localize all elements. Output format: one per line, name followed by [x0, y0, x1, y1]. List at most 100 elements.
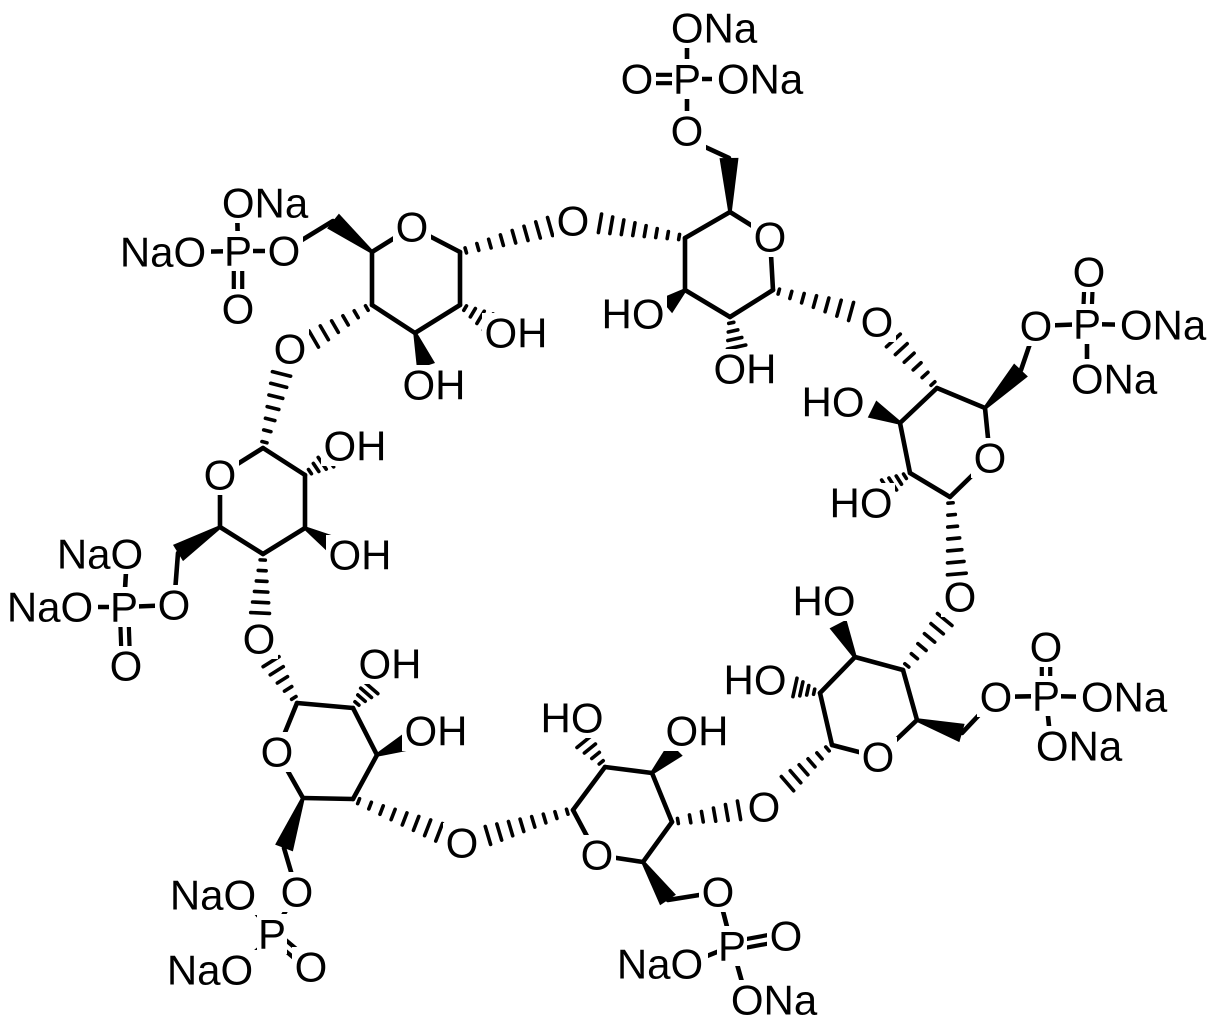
label-mask: [393, 207, 431, 247]
bond-hash-tick: [265, 404, 281, 412]
bond-hash-tick: [498, 233, 506, 248]
bond-wedge: [983, 363, 1028, 410]
label-mask: [162, 950, 258, 990]
label-mask: [107, 646, 145, 686]
bond-wedge: [867, 400, 901, 425]
atom-label-O: O: [261, 729, 294, 776]
bond-hash-tick: [909, 651, 920, 661]
bond-single: [897, 420, 913, 476]
bond-hash-tick: [311, 461, 321, 474]
label-mask: [612, 944, 708, 984]
bond-hash-tick: [675, 816, 681, 826]
bond-single: [294, 700, 356, 711]
label-mask: [217, 183, 313, 223]
bond-single: [682, 287, 733, 320]
atom-label-OH: OH: [324, 423, 387, 470]
bond-hash-tick: [735, 799, 743, 822]
atom-label-O: O: [446, 820, 479, 867]
atom-label-NaO: NaO: [170, 872, 256, 919]
bond-hash-tick: [522, 224, 530, 243]
atom-label-O: O: [222, 286, 255, 333]
bond-hash-tick: [250, 600, 271, 605]
bond-hash-tick: [823, 296, 831, 314]
label-mask: [663, 711, 731, 751]
bond-single: [682, 209, 733, 241]
bond-hash-tick: [433, 821, 445, 843]
atom-label-O: O: [243, 616, 276, 663]
bond-hash-tick: [929, 621, 946, 636]
bond-hash-tick: [699, 809, 706, 824]
atom-label-O: O: [748, 784, 781, 831]
label-mask: [1070, 252, 1108, 292]
label-mask: [799, 382, 867, 422]
bond-hash-tick: [687, 813, 693, 825]
bond-hash-tick: [920, 370, 930, 380]
bond-single: [369, 302, 418, 336]
bond-hash-tick: [726, 320, 736, 326]
atom-label-ONa: ONa: [1081, 674, 1168, 721]
label-mask: [1031, 676, 1061, 716]
bond-hash-tick: [306, 467, 314, 476]
bond-hash-tick: [776, 287, 782, 296]
atom-label-O: O: [1020, 303, 1053, 350]
atom-label-O: O: [396, 204, 429, 251]
bond-hash-tick: [911, 360, 923, 372]
bond-single: [907, 470, 953, 500]
bond-hash-tick: [929, 380, 937, 388]
bond-hash-tick: [945, 571, 968, 577]
atom-label-O: O: [581, 832, 614, 879]
label-mask: [258, 732, 296, 772]
bond-hash-tick: [589, 750, 602, 761]
label-mask: [859, 737, 897, 777]
bond-hash-tick: [506, 819, 515, 838]
bond-hash-tick: [642, 223, 648, 239]
atom-label-HO: HO: [793, 578, 856, 625]
label-mask: [1076, 677, 1172, 717]
atom-label-O: O: [281, 869, 314, 916]
bond-hash-tick: [806, 757, 817, 769]
bond-hash-tick: [811, 293, 819, 310]
label-mask: [554, 201, 592, 241]
bond-single: [350, 752, 380, 802]
label-mask: [767, 916, 805, 956]
atom-label-O: O: [204, 452, 237, 499]
atom-label-OH: OH: [403, 362, 466, 409]
bond-single: [260, 445, 308, 478]
bond-hash-tick: [835, 298, 844, 318]
bond-hash-tick: [475, 241, 481, 253]
label-mask: [165, 875, 261, 915]
atom-label-HO: HO: [724, 657, 787, 704]
label-mask: [223, 231, 253, 271]
atom-label-O: O: [671, 108, 704, 155]
bond-hash-tick: [788, 768, 803, 785]
label-mask: [219, 289, 257, 329]
atom-label-O: O: [702, 869, 735, 916]
bond-hash-tick: [723, 802, 730, 823]
bond-single: [412, 302, 463, 336]
atom-label-O: O: [754, 214, 787, 261]
bond-hash-tick: [483, 824, 493, 847]
label-mask: [155, 585, 193, 625]
bond-hash-tick: [804, 683, 811, 697]
label-mask: [265, 231, 303, 271]
bond-hash-tick: [355, 796, 362, 806]
bond-hash-tick: [815, 751, 824, 761]
bond-single: [897, 385, 940, 426]
atom-label-O: O: [770, 913, 803, 960]
bond-single: [350, 705, 380, 758]
bond-hash-tick: [725, 343, 748, 351]
atom-label-HO: HO: [541, 695, 604, 742]
label-mask: [321, 426, 389, 466]
bond-hash-tick: [893, 341, 909, 357]
bond-hash-tick: [307, 329, 321, 349]
bond-hash-tick: [676, 232, 682, 242]
bond-hash-tick: [901, 472, 909, 481]
atom-label-NaO: NaO: [57, 531, 143, 578]
atom-label-OH: OH: [714, 346, 777, 393]
atom-label-O: O: [110, 643, 143, 690]
bond-hash-tick: [653, 226, 660, 240]
bond-hash-tick: [270, 369, 293, 379]
bond-hash-tick: [263, 416, 277, 423]
bond-hash-tick: [275, 674, 290, 685]
atom-label-P: P: [258, 911, 286, 958]
